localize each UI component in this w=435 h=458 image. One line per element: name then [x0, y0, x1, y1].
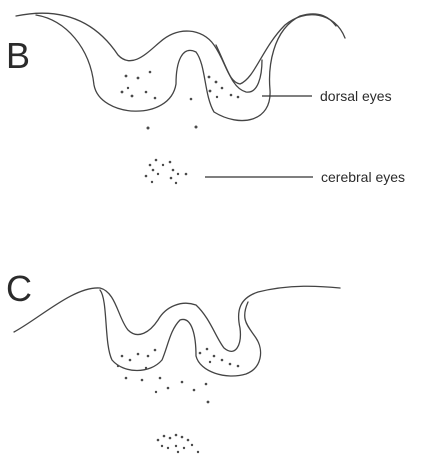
panel-b-cerebral-eyes [145, 159, 188, 185]
panel-c-letter: C [6, 268, 32, 309]
panel-b: B [6, 13, 405, 185]
panel-b-dorsal-eyes-right [208, 76, 240, 99]
panel-c-subfold-dots [125, 377, 210, 404]
panel-c-dorsal-eyes-left [117, 349, 157, 369]
panel-c-inner-contour [100, 290, 261, 376]
panel-b-dorsal-eyes-left [121, 71, 193, 101]
panel-c-cerebral-eyes [157, 434, 200, 453]
panel-b-inner-contour [36, 14, 336, 121]
panel-c-outer-contour [14, 286, 340, 351]
panel-b-letter: B [6, 35, 30, 76]
dorsal-eyes-label: dorsal eyes [320, 88, 392, 104]
cerebral-eyes-label: cerebral eyes [321, 169, 405, 185]
panel-b-subfold-dots [147, 126, 198, 130]
panel-c: C [6, 268, 340, 453]
panel-b-outer-contour [16, 13, 345, 84]
